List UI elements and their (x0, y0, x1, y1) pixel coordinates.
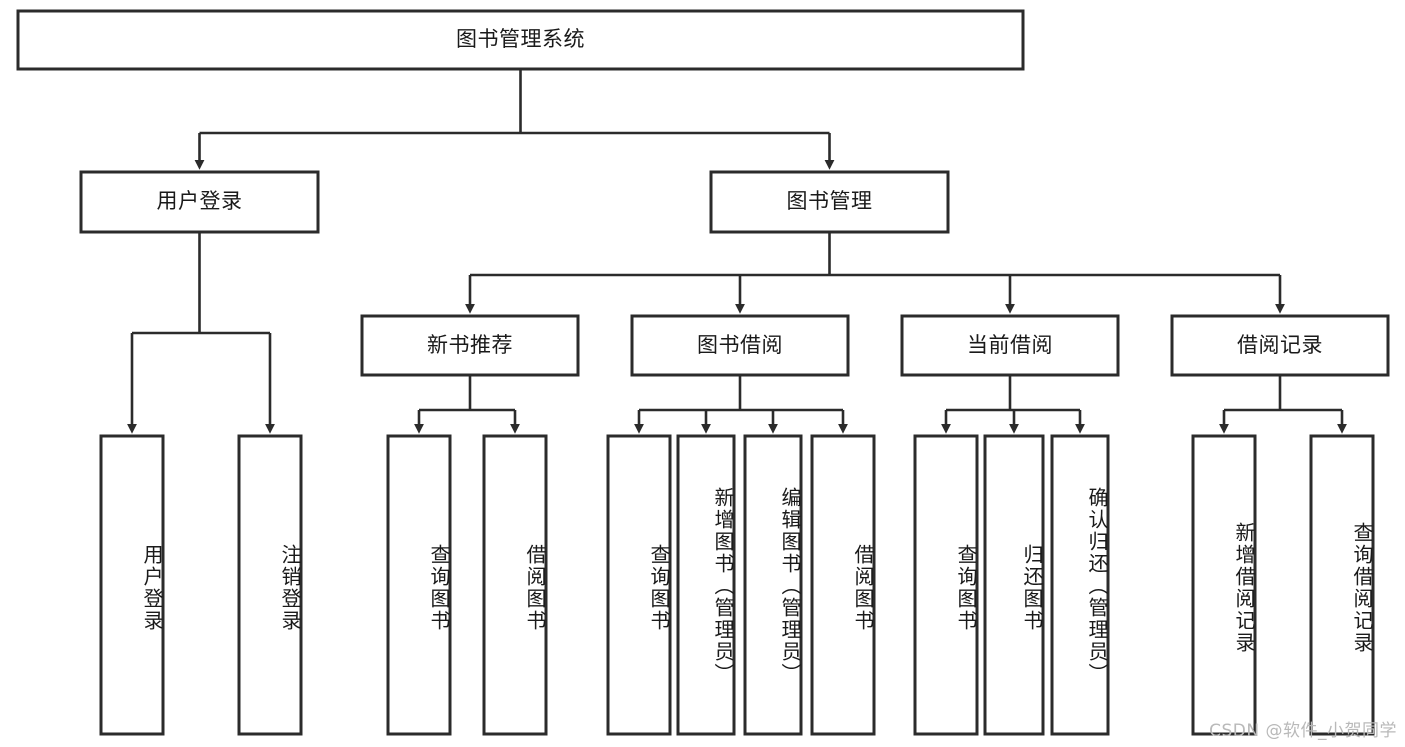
node-用户登录-level2-0[interactable] (81, 172, 318, 232)
node-box-root-0 (16, 9, 1025, 71)
node-查询图书-leaf-8[interactable] (915, 436, 977, 734)
node-box-leaf-2 (386, 434, 452, 736)
node-当前借阅-level3-2[interactable] (902, 316, 1118, 375)
node-box-level3-0 (360, 314, 580, 377)
node-box-leaf-3 (482, 434, 548, 736)
connector-lines (127, 69, 1347, 434)
node-box-leaf-12 (1309, 434, 1375, 736)
node-查询借阅记录-leaf-12[interactable] (1311, 436, 1373, 734)
node-归还图书-leaf-9[interactable] (985, 436, 1043, 734)
node-box-leaf-6 (743, 434, 803, 736)
node-查询图书-leaf-2[interactable] (388, 436, 450, 734)
node-新增图书管理员-leaf-5[interactable] (678, 436, 734, 734)
node-确认归还管理员-leaf-10[interactable] (1052, 436, 1108, 734)
node-box-leaf-7 (810, 434, 876, 736)
node-查询图书-leaf-4[interactable] (608, 436, 670, 734)
node-box-leaf-9 (983, 434, 1045, 736)
node-新增借阅记录-leaf-11[interactable] (1193, 436, 1255, 734)
node-新书推荐-level3-0[interactable] (362, 316, 578, 375)
node-box-leaf-5 (676, 434, 736, 736)
node-box-level3-2 (900, 314, 1120, 377)
node-box-leaf-8 (913, 434, 979, 736)
node-注销登录-leaf-1[interactable] (239, 436, 301, 734)
node-box-leaf-11 (1191, 434, 1257, 736)
node-box-leaf-0 (99, 434, 165, 736)
node-用户登录-leaf-0[interactable] (101, 436, 163, 734)
node-编辑图书管理员-leaf-6[interactable] (745, 436, 801, 734)
node-借阅图书-leaf-3[interactable] (484, 436, 546, 734)
node-图书管理-level2-1[interactable] (711, 172, 948, 232)
node-boxes (16, 9, 1390, 736)
node-借阅图书-leaf-7[interactable] (812, 436, 874, 734)
node-box-leaf-10 (1050, 434, 1110, 736)
node-借阅记录-level3-3[interactable] (1172, 316, 1388, 375)
node-图书管理系统-root-0[interactable] (18, 11, 1023, 69)
node-box-leaf-1 (237, 434, 303, 736)
watermark-text: CSDN @软件_小贺同学 (1209, 721, 1397, 741)
node-图书借阅-level3-1[interactable] (632, 316, 848, 375)
node-box-level2-0 (79, 170, 320, 234)
node-box-leaf-4 (606, 434, 672, 736)
